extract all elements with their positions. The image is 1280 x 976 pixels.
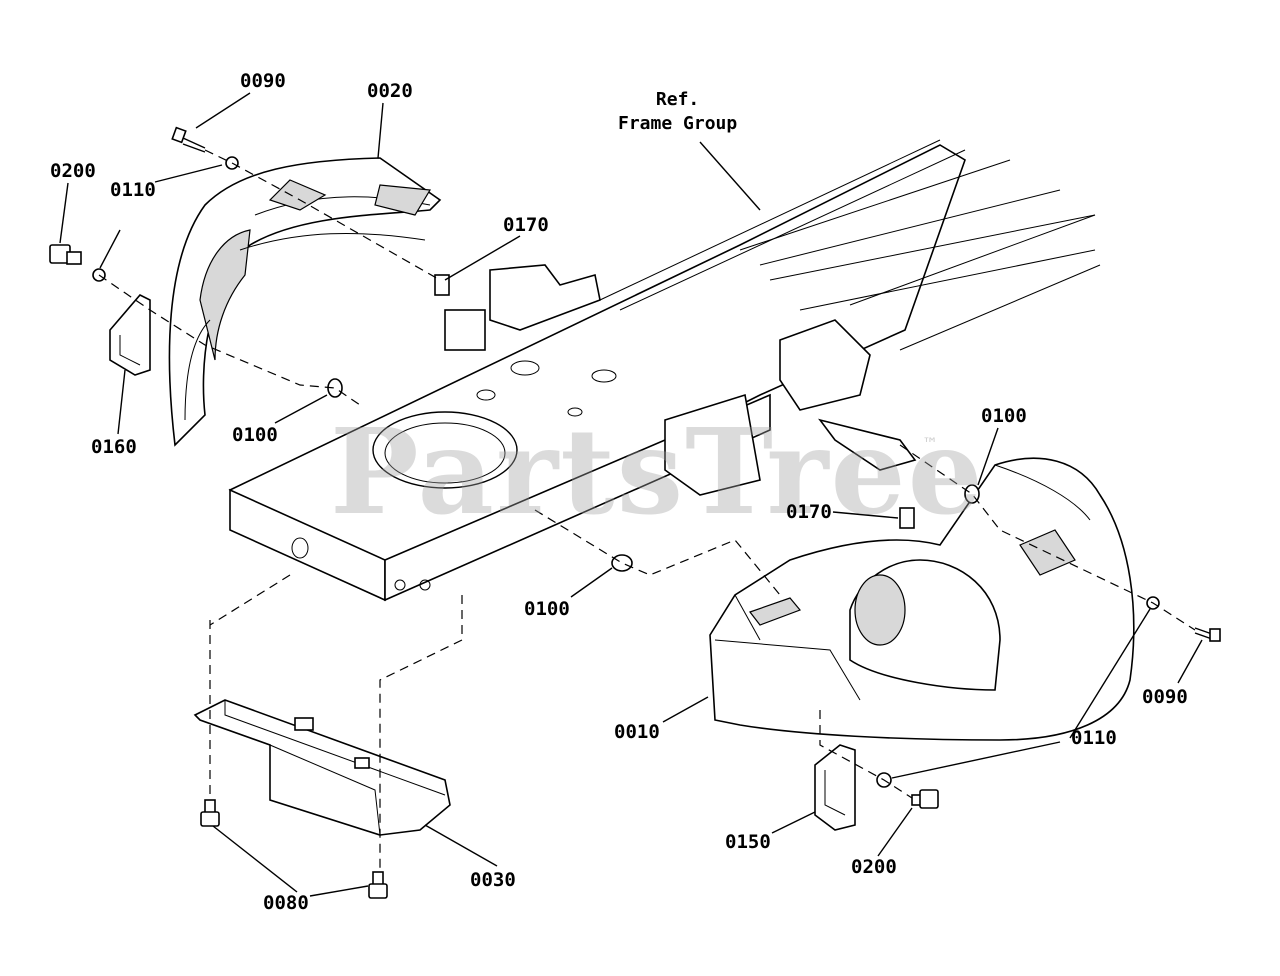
clip-0170-right: [899, 507, 915, 529]
fasteners: [49, 126, 1221, 899]
bolt-0090-right: [1194, 627, 1221, 642]
bolt-0200-left: [49, 244, 82, 265]
part-label-0150: 0150: [725, 831, 771, 853]
reference-label: Ref. Frame Group: [618, 88, 737, 137]
part-label-0160: 0160: [91, 436, 137, 458]
watermark-trademark: ™: [922, 434, 938, 453]
frame-assembly: [228, 139, 1101, 602]
part-0150-bracket: [814, 744, 856, 831]
part-label-0090-right: 0090: [1142, 686, 1188, 708]
part-0020-left-fender: [168, 157, 442, 447]
bolt-0090-left: [171, 126, 206, 153]
part-0010-right-fender: [709, 457, 1135, 741]
part-label-0110-left: 0110: [110, 179, 156, 201]
part-0030-lower-shield: [193, 699, 451, 836]
part-0160-bracket: [109, 294, 151, 376]
reference-label-line1: Ref.: [655, 89, 700, 110]
leader-lines: [59, 92, 1203, 897]
screw-0080-right: [368, 871, 388, 899]
part-label-0170-top: 0170: [503, 214, 549, 236]
part-label-0030: 0030: [470, 869, 516, 891]
part-label-0100-mid: 0100: [524, 598, 570, 620]
part-label-0020: 0020: [367, 80, 413, 102]
screw-0080-left: [200, 799, 220, 827]
part-label-0080: 0080: [263, 892, 309, 914]
part-label-0200-right: 0200: [851, 856, 897, 878]
washer-0100-mid: [611, 554, 633, 572]
part-label-0010: 0010: [614, 721, 660, 743]
washer-0110-left-top: [225, 156, 239, 170]
bolt-0200-right: [911, 789, 939, 809]
part-label-0110-right: 0110: [1071, 727, 1117, 749]
part-label-0100-right: 0100: [981, 405, 1027, 427]
part-label-0100-left: 0100: [232, 424, 278, 446]
part-label-0090-left: 0090: [240, 70, 286, 92]
reference-label-line2: Frame Group: [618, 113, 738, 135]
clip-0170-top: [434, 274, 450, 296]
part-label-0200-left: 0200: [50, 160, 96, 182]
part-label-0170-right: 0170: [786, 501, 832, 523]
assembly-lines: [98, 149, 1196, 870]
